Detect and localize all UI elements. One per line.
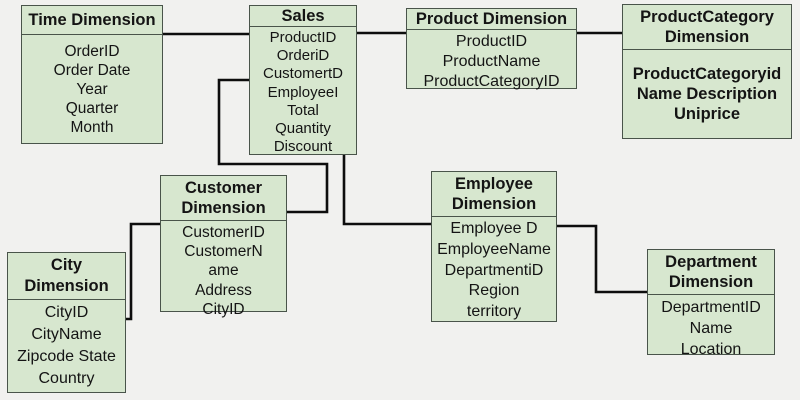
entity-productcategory-dimension[interactable]: ProductCategory Dimension ProductCategor… [622, 4, 792, 139]
entity-sales-fact[interactable]: Sales ProductID OrderiD CustomertD Emplo… [249, 5, 357, 155]
entity-field: ProductID [269, 29, 337, 46]
entity-field: EmployeeName [437, 240, 551, 258]
entity-field: CityID [202, 300, 245, 318]
entity-field: OrderiD [276, 47, 330, 65]
entity-field: Discount [273, 138, 333, 156]
entity-title: Time Dimension [22, 6, 162, 35]
entity-field: CityID [44, 304, 89, 321]
entity-field-list: ProductID ProductName ProductCategoryID [407, 30, 576, 94]
entity-city-dimension[interactable]: City Dimension CityID CityName Zipcode S… [7, 252, 126, 393]
entity-department-dimension[interactable]: Department Dimension DepartmentID Name L… [647, 249, 775, 358]
entity-field: DepartmentiD [444, 261, 544, 279]
entity-field: ame [208, 262, 239, 280]
entity-employee-dimension[interactable]: Employee Dimension Employee D EmployeeNa… [431, 171, 557, 322]
entity-field: ProductName [442, 53, 541, 70]
entity-field: CustomertD [262, 65, 344, 83]
entity-title: City Dimension [8, 253, 125, 300]
entity-customer-dimension[interactable]: Customer Dimension CustomerID CustomerN … [160, 175, 287, 318]
entity-field: Uniprice [673, 105, 741, 123]
entity-field-list: OrderID Order Date Year Quarter Month [22, 35, 162, 143]
entity-time-dimension[interactable]: Time Dimension OrderID Order Date Year Q… [21, 5, 163, 144]
entity-field: ProductCategoryid [632, 65, 782, 83]
entity-field-list: ProductCategoryid Name Description Unipr… [623, 50, 791, 138]
entity-product-dimension[interactable]: Product Dimension ProductID ProductName … [406, 8, 577, 90]
entity-field: Total [287, 101, 319, 119]
entity-field: CityName [31, 326, 102, 343]
entity-field: DepartmentID [661, 299, 761, 316]
entity-title: Sales [250, 6, 356, 27]
entity-field: CustomerN [184, 243, 263, 261]
entity-field: Zipcode State [17, 348, 116, 365]
connector-customer-city [125, 222, 161, 321]
entity-field: Month [70, 118, 114, 136]
entity-field: CustomerID [182, 224, 265, 241]
entity-field-list: CustomerID CustomerN ame Address CityID [161, 221, 286, 321]
entity-field: Quarter [65, 99, 119, 117]
entity-field: Name Description [636, 85, 778, 103]
entity-field: Employee D [450, 220, 538, 237]
connector-sales-employee [342, 154, 432, 226]
entity-field: Order Date [53, 61, 131, 79]
entity-field: Region [468, 282, 520, 300]
entity-field: Country [38, 370, 95, 387]
entity-field: Quantity [275, 120, 331, 138]
entity-title: Product Dimension [407, 9, 576, 30]
entity-field-list: ProductID OrderiD CustomertD EmployeeI T… [250, 27, 356, 158]
entity-title: Employee Dimension [432, 172, 556, 217]
entity-field-list: Employee D EmployeeName DepartmentiD Reg… [432, 217, 556, 325]
entity-field: ProductCategoryID [423, 73, 560, 90]
entity-title: Department Dimension [648, 250, 774, 295]
entity-field: Year [76, 80, 108, 98]
entity-field: Address [195, 281, 252, 299]
entity-field-list: CityID CityName Zipcode State Country [8, 300, 125, 392]
entity-field: OrderID [64, 42, 120, 60]
entity-title: ProductCategory Dimension [623, 5, 791, 50]
entity-field: EmployeeI [267, 83, 339, 101]
entity-field: Location [680, 341, 742, 358]
entity-field-list: DepartmentID Name Location [648, 295, 774, 362]
connector-employee-department [556, 224, 648, 294]
entity-title: Customer Dimension [161, 176, 286, 221]
connector-sales-customer [217, 78, 329, 214]
entity-field: Name [689, 320, 733, 337]
entity-field: territory [466, 303, 522, 321]
entity-field: ProductID [455, 33, 528, 50]
